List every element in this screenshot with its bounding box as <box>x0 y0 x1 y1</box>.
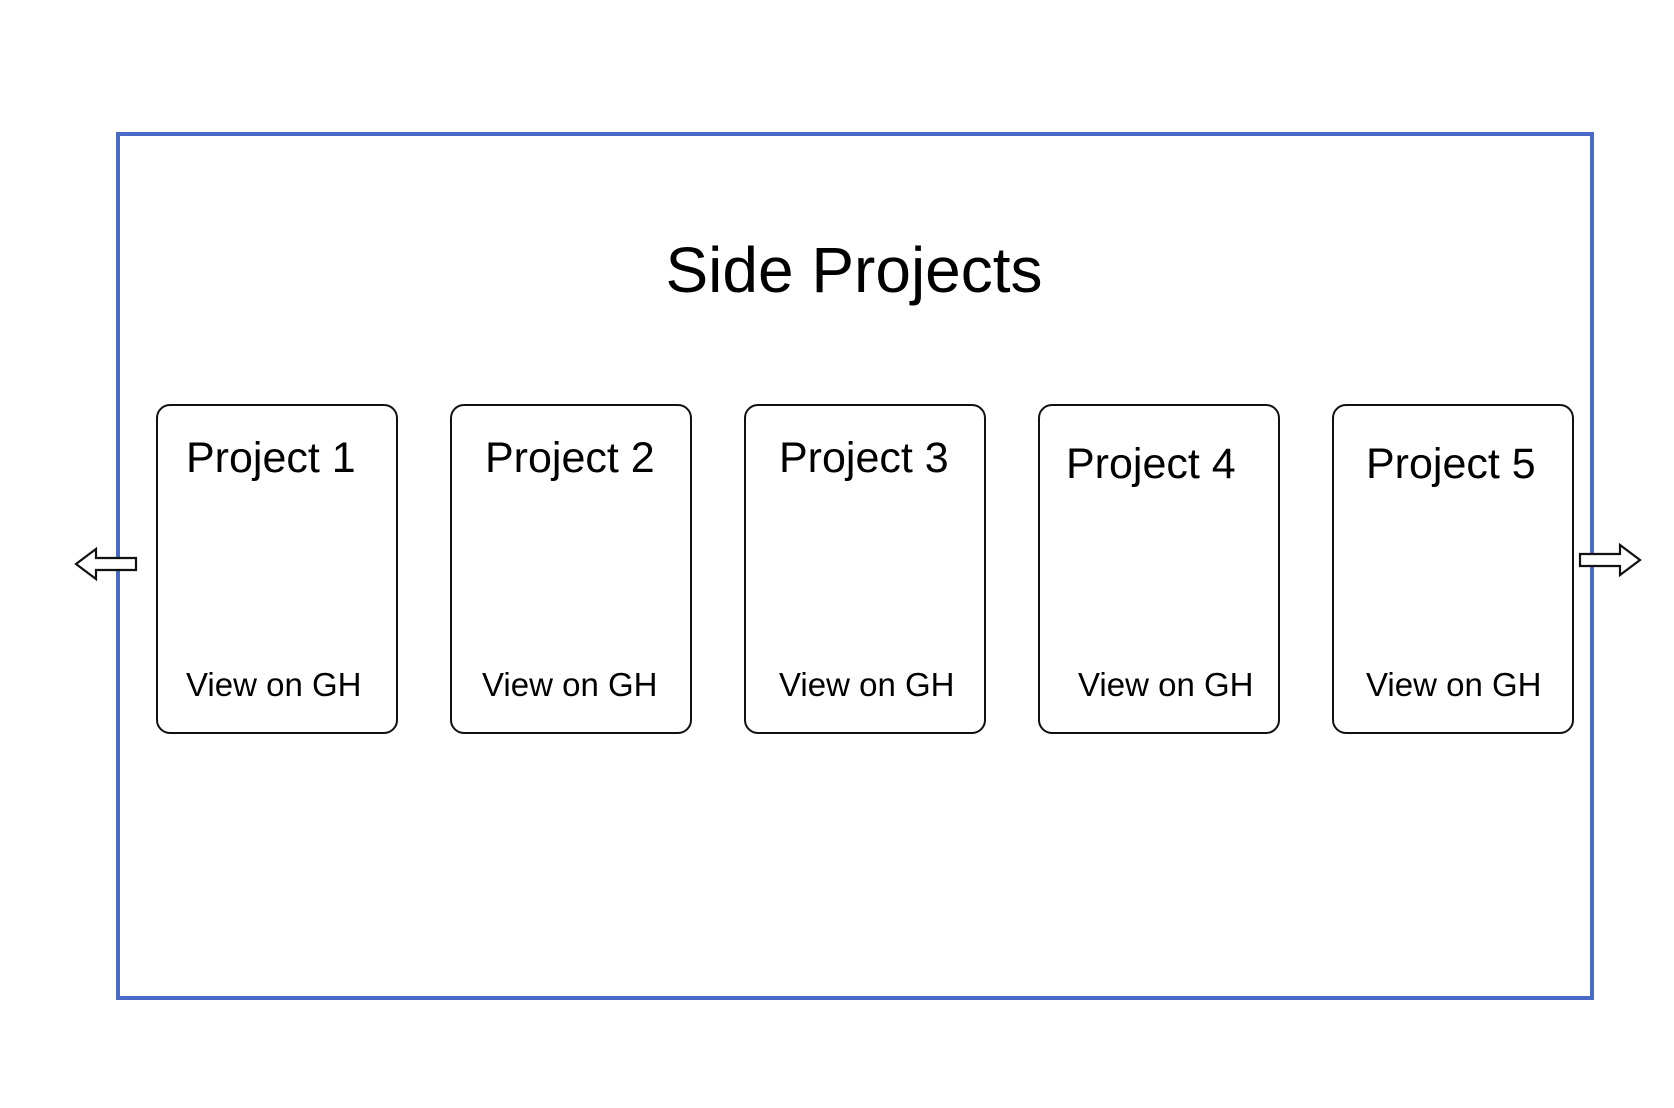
project-card-2[interactable]: Project 2 View on GH <box>450 404 692 734</box>
project-title: Project 3 <box>779 434 949 482</box>
section-title: Side Projects <box>665 234 1043 306</box>
view-on-gh-link[interactable]: View on GH <box>482 666 658 703</box>
project-title: Project 5 <box>1366 440 1536 488</box>
project-card-3[interactable]: Project 3 View on GH <box>744 404 986 734</box>
arrow-right-icon[interactable] <box>1578 542 1642 578</box>
view-on-gh-link[interactable]: View on GH <box>1366 666 1542 703</box>
arrow-left-icon[interactable] <box>74 546 138 582</box>
project-card-1[interactable]: Project 1 View on GH <box>156 404 398 734</box>
project-title: Project 2 <box>485 434 655 482</box>
view-on-gh-link[interactable]: View on GH <box>186 666 362 703</box>
project-title: Project 1 <box>186 434 356 482</box>
view-on-gh-link[interactable]: View on GH <box>779 666 955 703</box>
view-on-gh-link[interactable]: View on GH <box>1078 666 1254 703</box>
project-title: Project 4 <box>1066 440 1236 488</box>
project-card-5[interactable]: Project 5 View on GH <box>1332 404 1574 734</box>
project-card-4[interactable]: Project 4 View on GH <box>1038 404 1280 734</box>
